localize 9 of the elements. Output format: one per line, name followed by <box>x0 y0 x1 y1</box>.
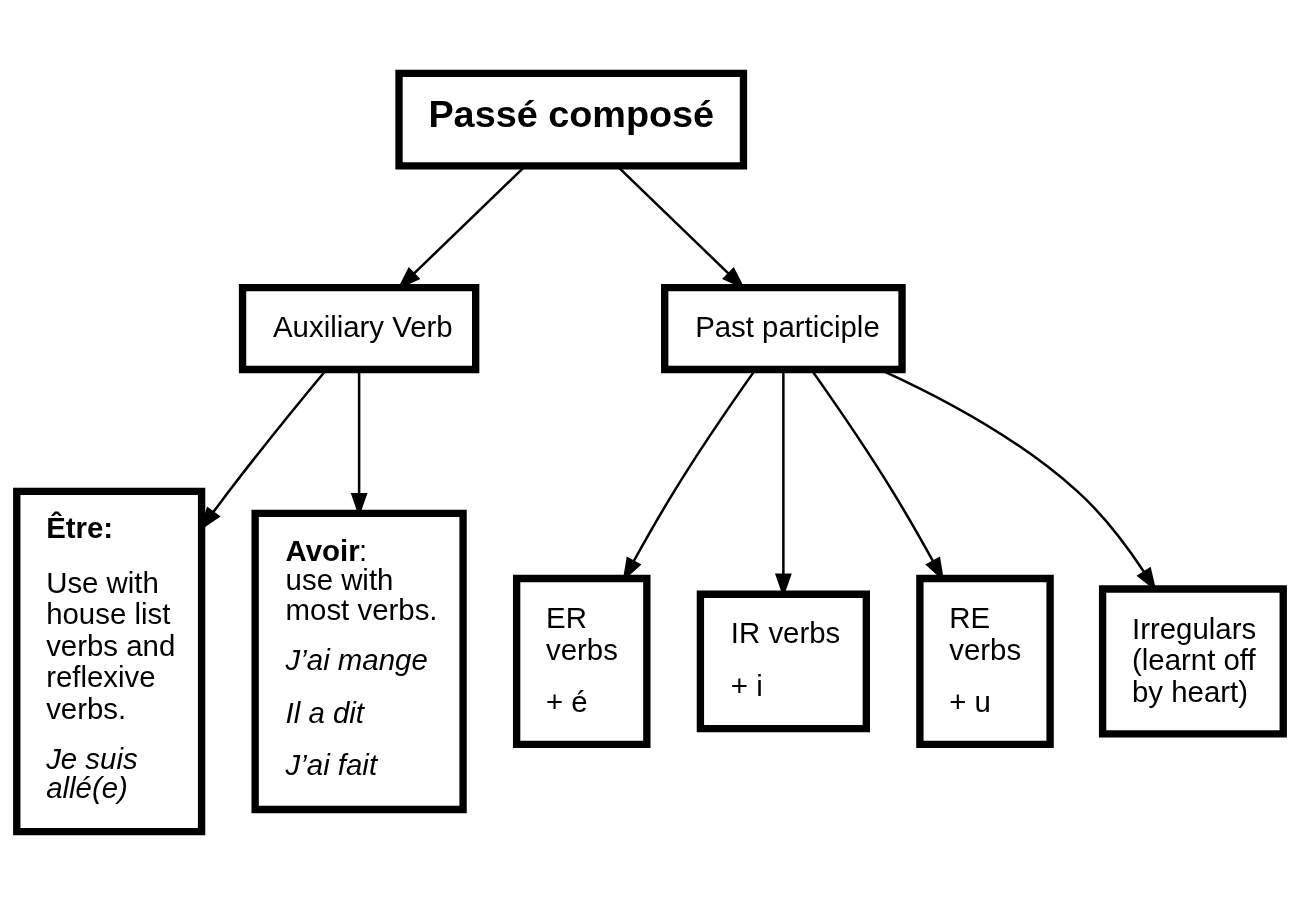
node-box: IR verbs + i <box>696 590 870 733</box>
node-box: Être: Use with house list verbs and reflexive verbs. Je suis allé(e) <box>13 487 206 836</box>
node-box: Auxiliary Verb <box>238 283 480 374</box>
node-box: Passé composé <box>395 69 748 170</box>
node-box: Avoir: use with most verbs. J’ai mange Il a dit J’ai fait <box>251 509 467 814</box>
node-box: Irregulars (learnt off by heart) <box>1098 585 1287 738</box>
node-box: RE verbs + u <box>916 574 1054 749</box>
node-box: Past participle <box>661 283 906 374</box>
node-box: ER verbs + é <box>512 574 651 749</box>
